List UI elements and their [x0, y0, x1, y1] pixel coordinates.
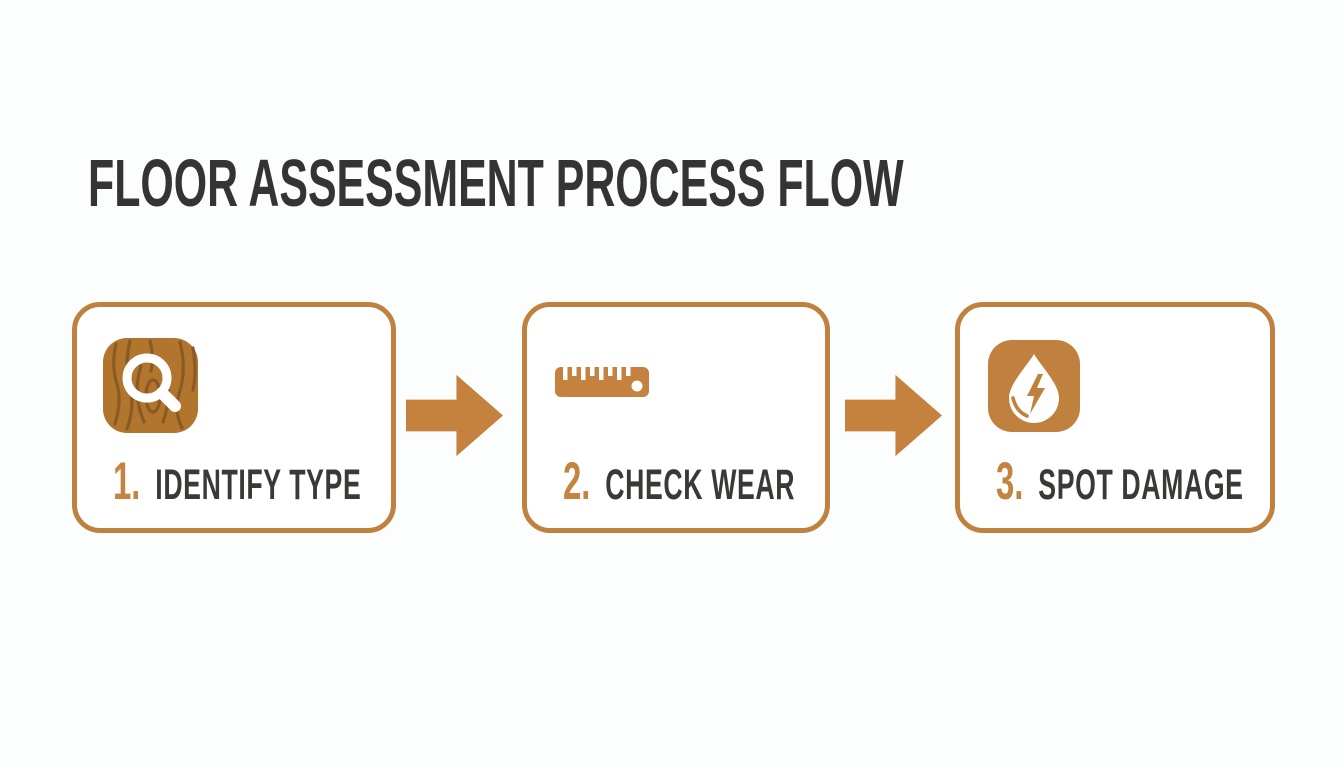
wood-magnifier-icon	[103, 338, 198, 433]
ruler-icon	[555, 365, 649, 399]
step-number: 2.	[563, 452, 591, 511]
step-caption: 3. SPOT DAMAGE	[996, 455, 1244, 508]
step-caption: 1. IDENTIFY TYPE	[113, 455, 361, 508]
step-label: IDENTIFY TYPE	[155, 461, 362, 509]
step-card-spot-damage: 3. SPOT DAMAGE	[955, 302, 1275, 533]
step-caption: 2. CHECK WEAR	[563, 455, 795, 508]
arrow-right-icon	[406, 374, 503, 457]
water-drop-lightning-icon	[988, 340, 1080, 432]
arrow-right-icon	[845, 374, 942, 457]
step-label: SPOT DAMAGE	[1038, 461, 1244, 509]
step-card-identify-type: 1. IDENTIFY TYPE	[72, 302, 396, 533]
step-label: CHECK WEAR	[605, 461, 796, 509]
page-title: FLOOR ASSESSMENT PROCESS FLOW	[88, 146, 904, 221]
step-number: 3.	[996, 452, 1024, 511]
step-number: 1.	[113, 452, 141, 511]
step-card-check-wear: 2. CHECK WEAR	[522, 302, 830, 533]
